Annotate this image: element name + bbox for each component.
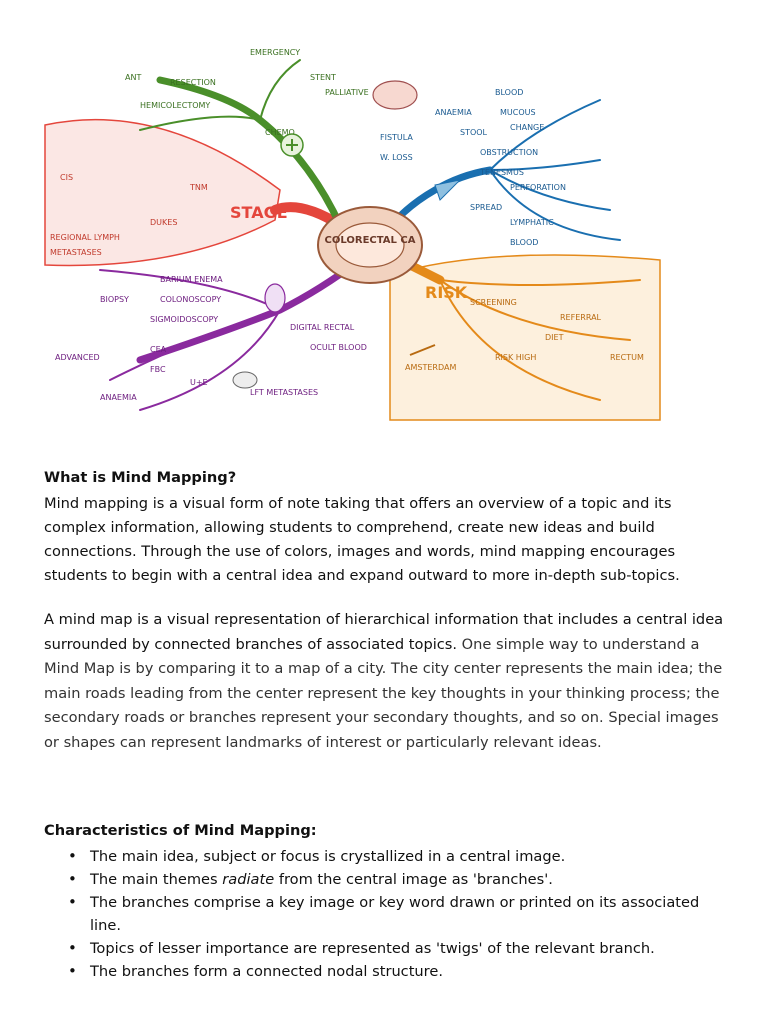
stage-item: REGIONAL LYMPH [50, 233, 120, 242]
symptom-item: MUCOUS [500, 108, 536, 117]
surgery-item: HEMICOLECTOMY [140, 101, 210, 110]
diagnosis-item: FBC [150, 365, 166, 374]
risk-item: AMSTERDAM [405, 363, 456, 372]
paragraph-representation-part1: A mind map is a visual representation of… [44, 611, 724, 653]
symptom-item: W. LOSS [380, 153, 413, 162]
list-item: The main themes radiate from the central… [68, 868, 734, 891]
paragraph-representation: A mind map is a visual representation of… [44, 608, 734, 755]
list-item-text: from the central image as 'branches'. [274, 871, 553, 888]
stage-item: CIS [60, 173, 73, 182]
risk-item: SCREENING [470, 298, 517, 307]
stage-item: DUKES [150, 218, 177, 227]
list-item-emphasis: radiate [222, 871, 275, 888]
risk-item: RISK HIGH [495, 353, 536, 362]
article-body: What is Mind Mapping? Mind mapping is a … [44, 466, 734, 983]
symptom-item: PERFORATION [510, 183, 566, 192]
surgery-item: RESECTION [170, 78, 216, 87]
symptom-item: ANAEMIA [435, 108, 472, 117]
surgery-item: STENT [310, 73, 336, 82]
list-item: The branches comprise a key image or key… [68, 891, 734, 937]
symptom-item: TENESMUS [479, 168, 524, 177]
diagnosis-item: LFT METASTASES [250, 388, 318, 397]
symptom-item: LYMPHATIC [510, 218, 554, 227]
surgery-item: EMERGENCY [250, 48, 300, 57]
mind-map-illustration: COLORECTAL CA STAGE RISK DUKES CIS TNM M… [40, 40, 670, 425]
surgery-item: ANT [125, 73, 141, 82]
list-item: Topics of lesser importance are represen… [68, 937, 734, 960]
diagnosis-item: CEA [150, 345, 167, 354]
diagnosis-item: ADVANCED [55, 353, 100, 362]
paragraph-representation-part2: One simple way to understand a Mind Map … [44, 635, 723, 751]
branch-label-risk: RISK [425, 283, 468, 302]
diagnosis-item: BARIUM ENEMA [160, 275, 223, 284]
section-heading-characteristics: Characteristics of Mind Mapping: [44, 822, 317, 839]
diagnosis-item: SIGMOIDOSCOPY [150, 315, 218, 324]
central-topic-label: COLORECTAL CA [325, 235, 416, 246]
symptom-item: BLOOD [495, 88, 523, 97]
symptom-item: OBSTRUCTION [480, 148, 538, 157]
section-heading-what-is: What is Mind Mapping? [44, 469, 237, 486]
diagnosis-item: BIOPSY [100, 295, 129, 304]
diagnosis-item: ANAEMIA [100, 393, 137, 402]
risk-item: REFERRAL [560, 313, 602, 322]
risk-item: RECTUM [610, 353, 644, 362]
diagnosis-item: COLONOSCOPY [160, 295, 221, 304]
surgery-item: CHEMO [265, 128, 295, 137]
symptom-item: BLOOD [510, 238, 538, 247]
diagnosis-item: U+E [190, 378, 208, 387]
symptom-item: CHANGE [510, 123, 544, 132]
diagnosis-item: DIGITAL RECTAL [290, 323, 355, 332]
stage-item: METASTASES [50, 248, 102, 257]
list-item: The branches form a connected nodal stru… [68, 960, 734, 983]
mind-map-drawing: COLORECTAL CA STAGE RISK DUKES CIS TNM M… [40, 40, 670, 425]
diagnosis-item: OCULT BLOOD [310, 343, 367, 352]
list-item-text: The main themes [90, 871, 223, 888]
characteristics-list: The main idea, subject or focus is cryst… [44, 845, 734, 983]
surgery-item: PALLIATIVE [325, 88, 369, 97]
branch-label-stage: STAGE [230, 203, 288, 222]
paragraph-definition: Mind mapping is a visual form of note ta… [44, 495, 680, 584]
symptom-item: FISTULA [380, 133, 413, 142]
symptom-item: SPREAD [470, 203, 502, 212]
symptom-item: STOOL [460, 128, 488, 137]
risk-item: DIET [545, 333, 564, 342]
list-item: The main idea, subject or focus is cryst… [68, 845, 734, 868]
stage-item: TNM [189, 183, 208, 192]
